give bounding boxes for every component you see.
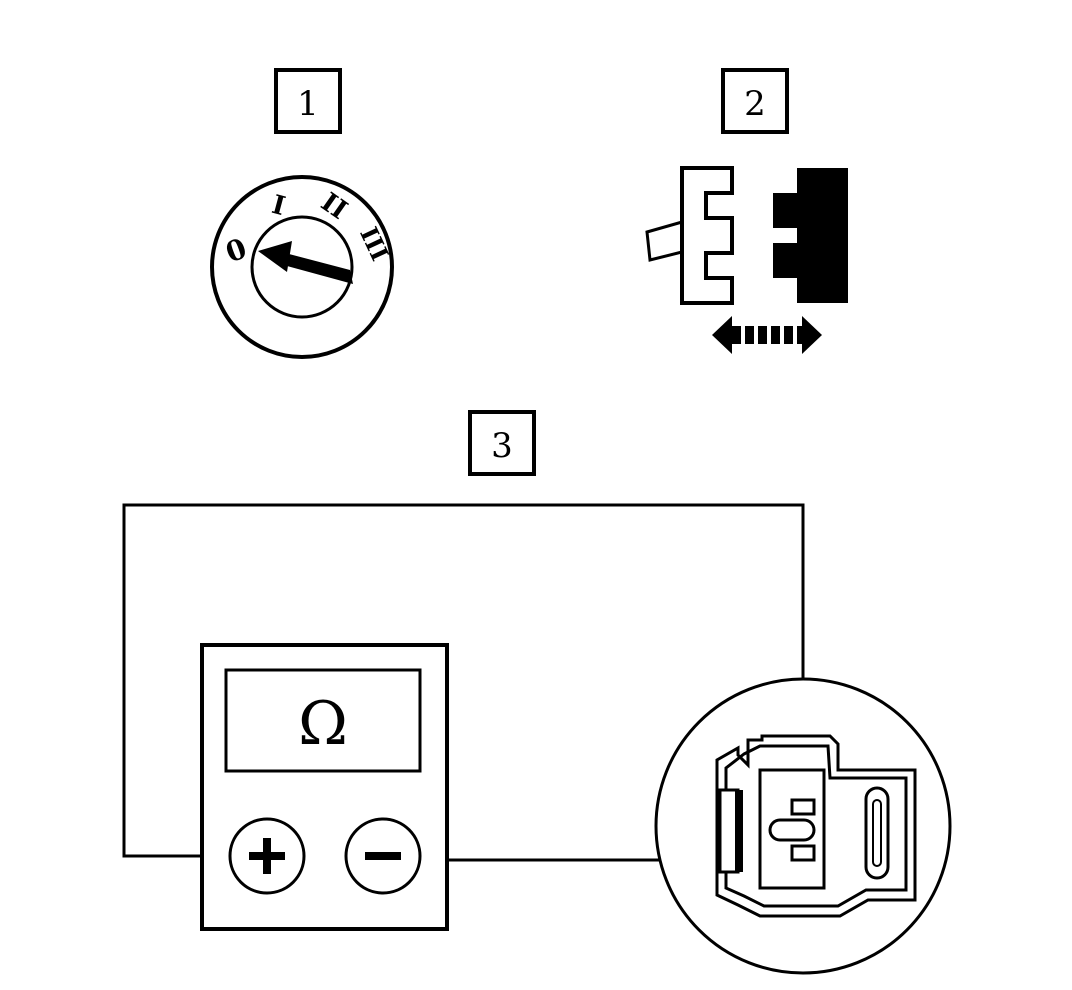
step-1-group: 1 0 I II III <box>210 68 395 359</box>
positive-terminal <box>228 817 306 895</box>
pin-upper <box>790 798 816 816</box>
pin-lower <box>790 844 816 862</box>
step-2-label: 2 <box>744 84 766 124</box>
step-1-label: 1 <box>297 84 319 124</box>
step-1-label-box <box>274 68 342 134</box>
step-3-group: 3 Ω <box>122 410 952 975</box>
ignition-switch-icon: 0 I II III <box>210 175 395 359</box>
positive-test-lead <box>122 503 805 858</box>
connector-detail-view <box>654 677 952 975</box>
multimeter-display <box>224 668 422 773</box>
connector-female-icon <box>645 166 734 305</box>
step-2-group: 2 <box>645 68 848 354</box>
key-pointer-arrow <box>258 241 353 284</box>
multimeter: Ω <box>200 643 449 931</box>
step-3-label: 3 <box>491 426 513 466</box>
ohm-symbol: Ω <box>298 689 348 759</box>
step-3-label-box <box>468 410 536 476</box>
step-2-label-box <box>721 68 789 134</box>
connector-male-icon <box>773 168 848 303</box>
negative-terminal <box>344 817 422 895</box>
separate-double-arrow-icon <box>712 316 822 354</box>
